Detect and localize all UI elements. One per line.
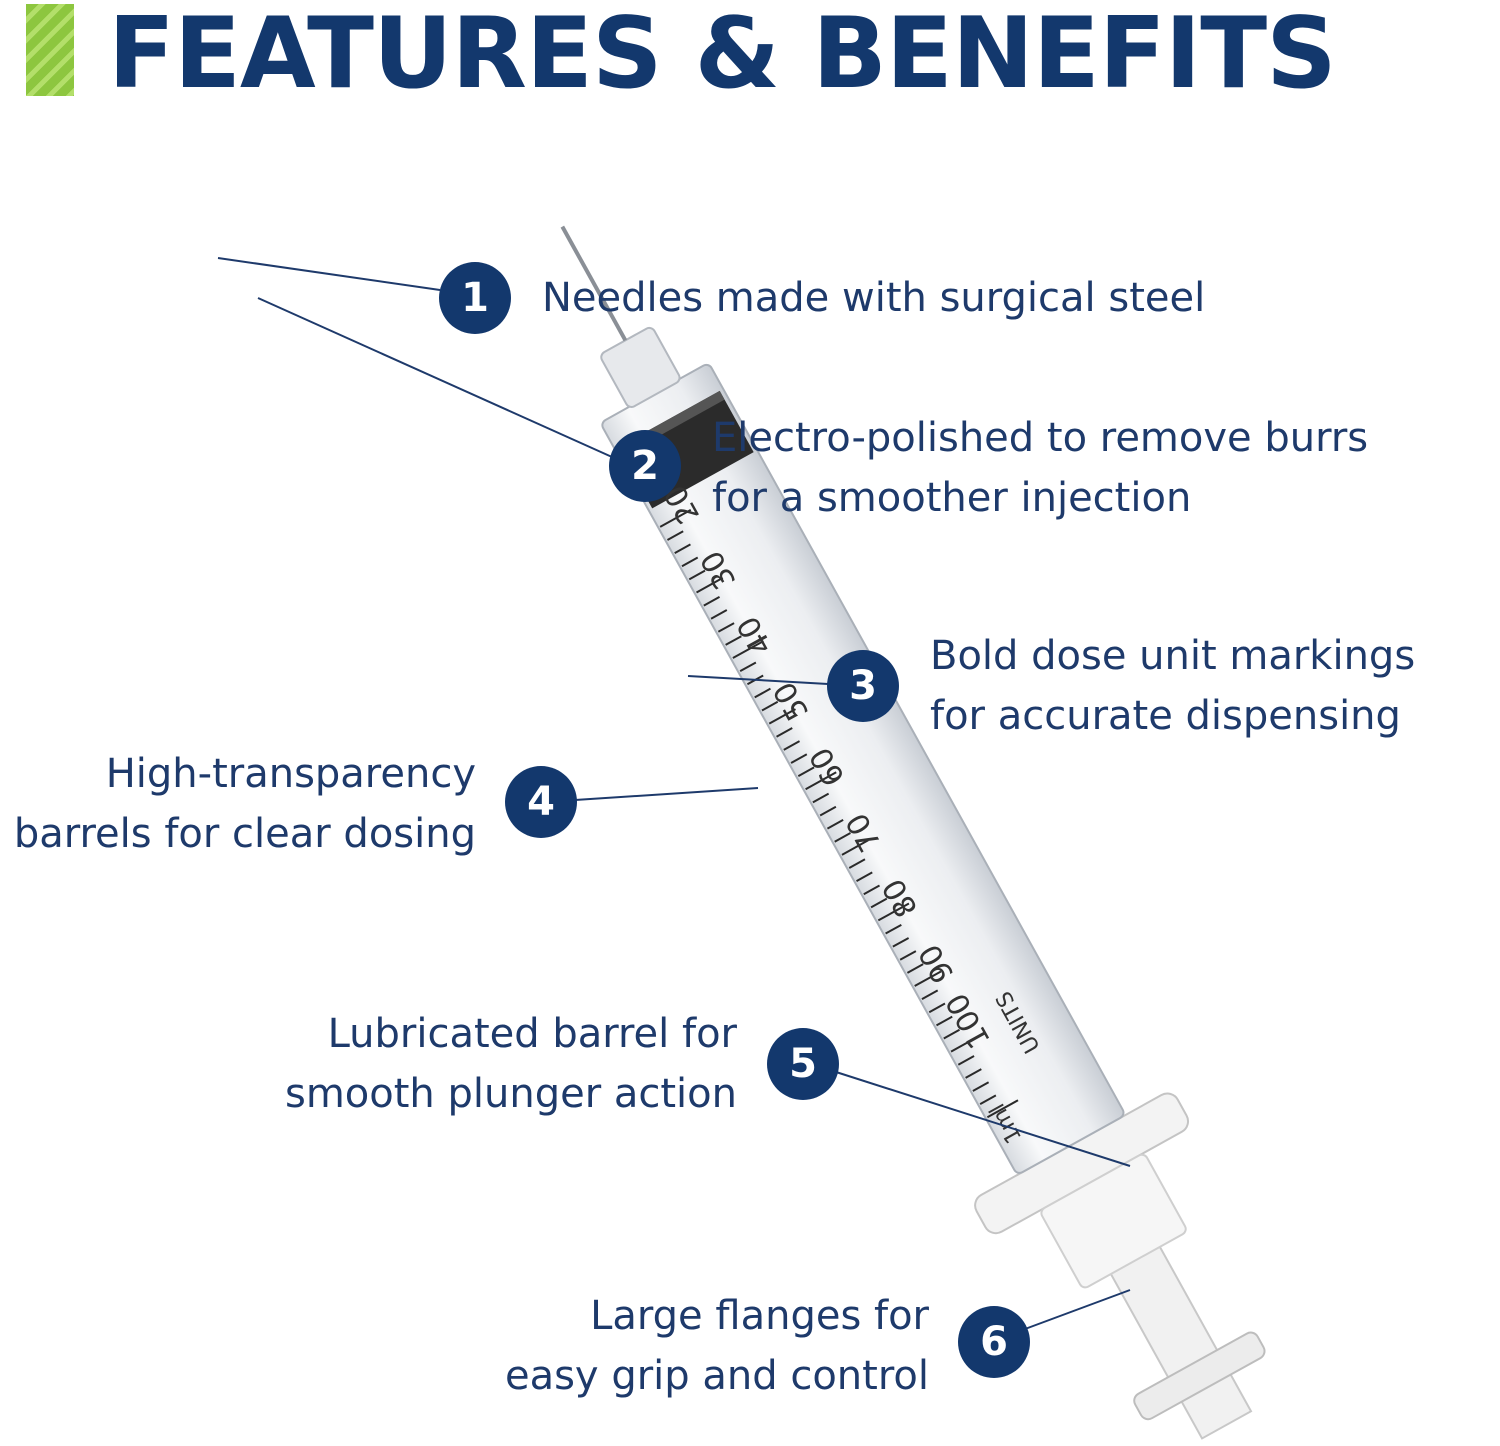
callout-line-5 <box>835 1071 1131 1167</box>
syringe: 20 30 40 50 60 70 80 90 100 UNITS 1ml <box>560 225 1266 1440</box>
caption-line: smooth plunger action <box>285 1071 737 1117</box>
feature-badge-5: 5 <box>767 1028 839 1100</box>
feature-caption-2: Electro-polished to remove burrs for a s… <box>712 408 1368 528</box>
caption-line: Needles made with surgical steel <box>542 275 1206 321</box>
feature-badge-3: 3 <box>827 650 899 722</box>
caption-line: High-transparency <box>105 751 476 797</box>
callout-line-4 <box>574 787 759 801</box>
caption-line: Electro-polished to remove burrs <box>712 415 1369 461</box>
feature-badge-1: 1 <box>439 262 511 334</box>
feature-caption-5: Lubricated barrel for smooth plunger act… <box>285 1004 737 1124</box>
needle <box>560 225 628 342</box>
thumb-press <box>1133 1331 1266 1421</box>
feature-badge-2: 2 <box>609 430 681 502</box>
feature-badge-6: 6 <box>958 1306 1030 1378</box>
graduation-marks <box>659 509 1019 1119</box>
caption-line: for a smoother injection <box>712 475 1192 521</box>
callout-line-2 <box>257 297 613 458</box>
caption-line: Large flanges for <box>590 1293 929 1339</box>
flange-collar <box>1040 1153 1187 1289</box>
accent-bar <box>26 4 74 96</box>
caption-line: Bold dose unit markings <box>930 633 1416 679</box>
feature-caption-4: High-transparency barrels for clear dosi… <box>14 744 476 864</box>
callout-line-1 <box>217 257 441 291</box>
callout-line-3 <box>687 675 829 685</box>
callout-lines <box>217 257 1131 1330</box>
header: FEATURES & BENEFITS <box>0 0 1500 111</box>
callout-line-6 <box>1024 1289 1131 1330</box>
caption-line: Lubricated barrel for <box>327 1011 737 1057</box>
feature-badge-4: 4 <box>505 766 577 838</box>
feature-caption-1: Needles made with surgical steel <box>542 268 1205 328</box>
page-title: FEATURES & BENEFITS <box>108 0 1337 111</box>
feature-caption-3: Bold dose unit markings for accurate dis… <box>930 626 1415 746</box>
caption-line: barrels for clear dosing <box>13 811 476 857</box>
feature-caption-6: Large flanges for easy grip and control <box>505 1286 929 1406</box>
caption-line: for accurate dispensing <box>930 693 1401 739</box>
caption-line: easy grip and control <box>504 1353 929 1399</box>
